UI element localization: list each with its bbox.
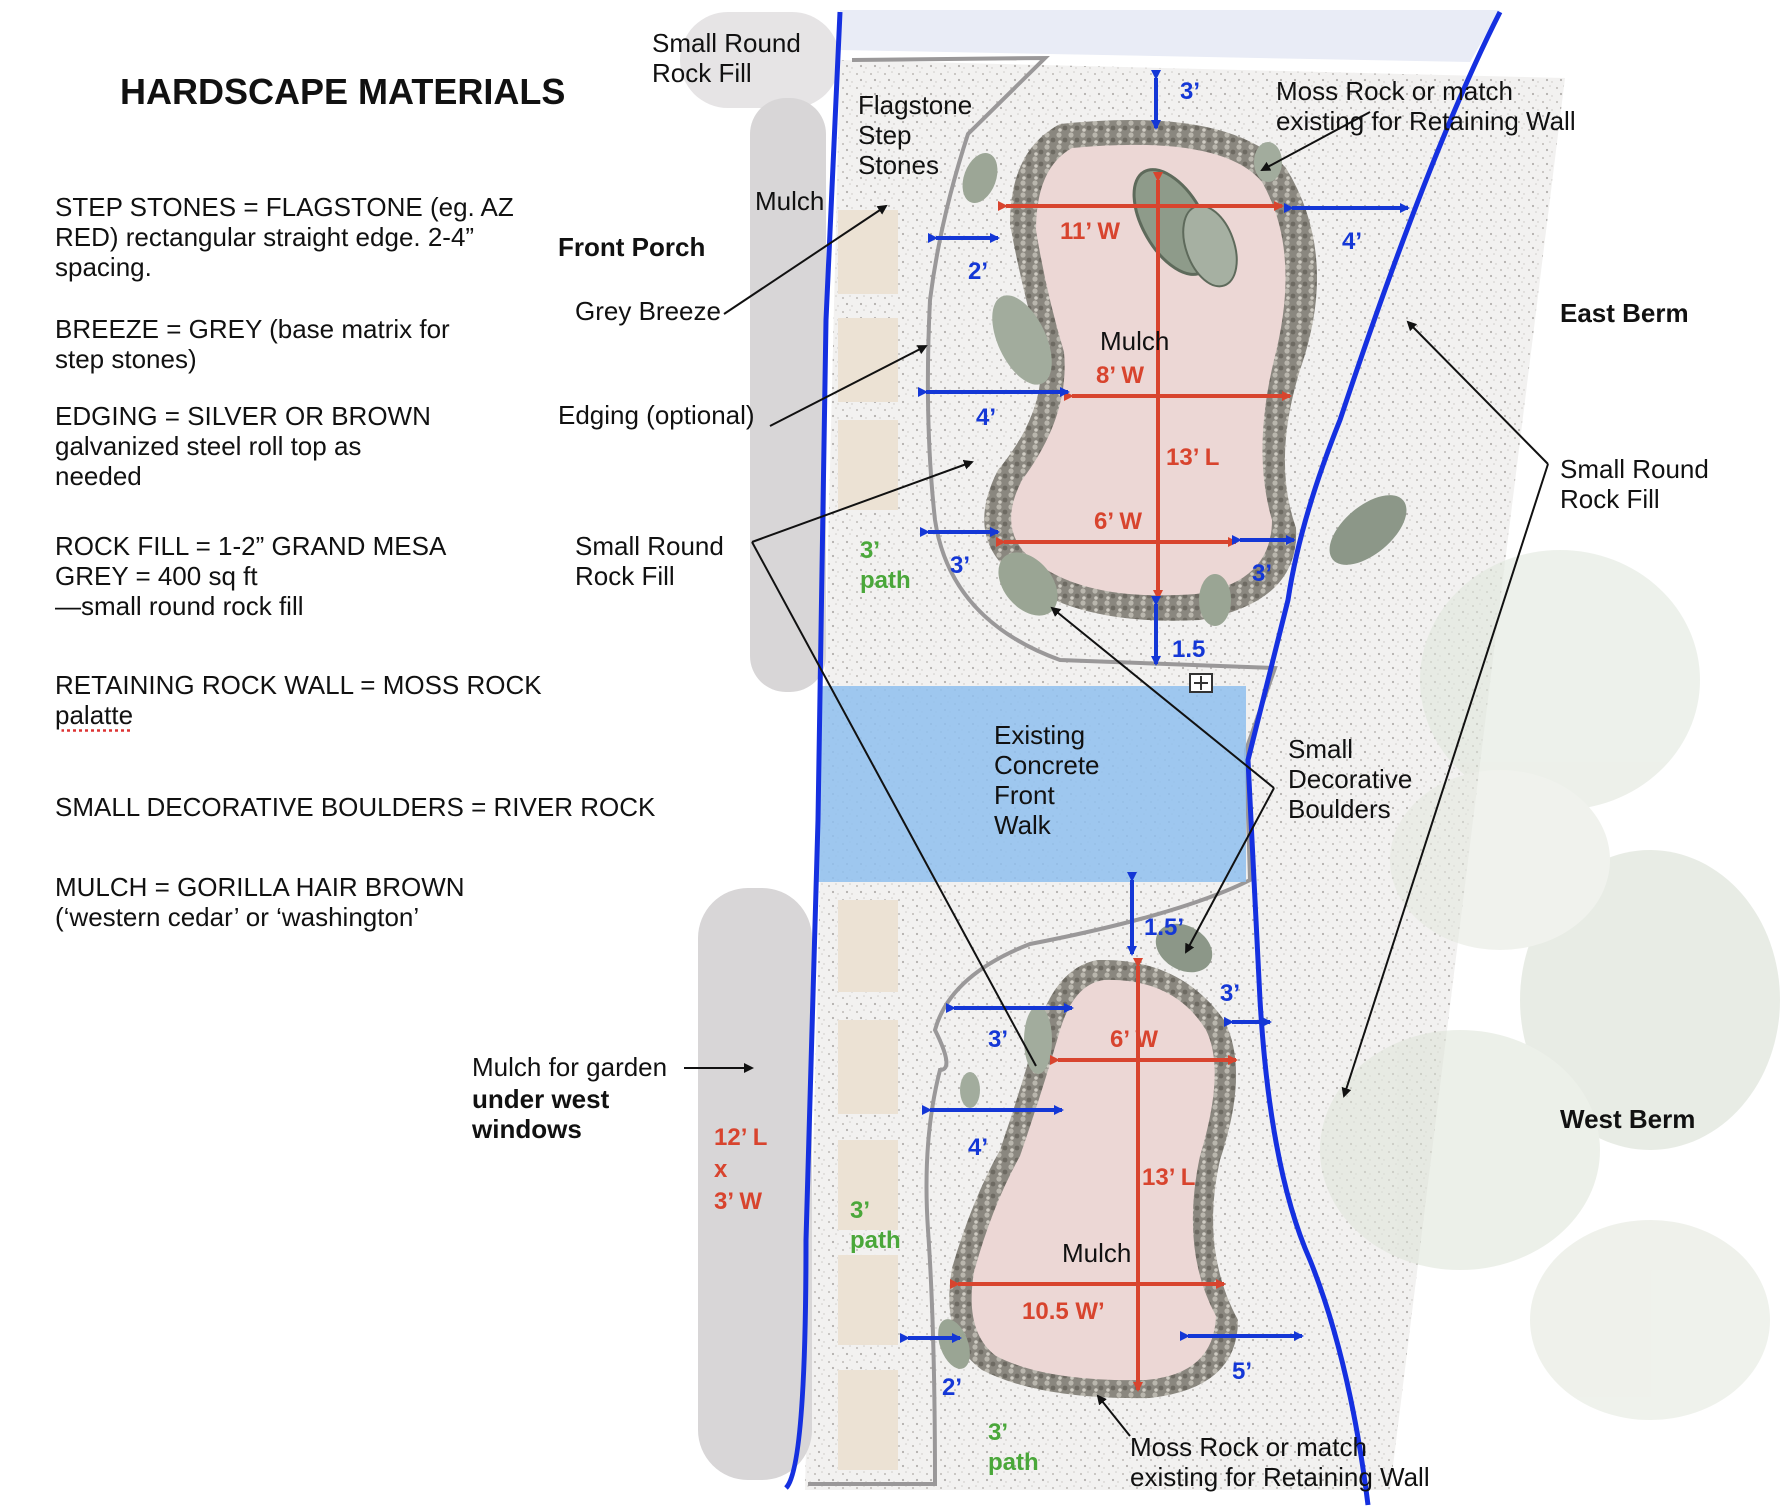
dim-bottom-w-bottom: 10.5 W’ <box>1022 1298 1105 1325</box>
label-under-west-windows: under west windows <box>472 1084 610 1144</box>
dim-bottom-gap-right-top: 3’ <box>1220 980 1241 1007</box>
dim-top-gap-left-mid: 4’ <box>976 404 997 431</box>
dim-top-gap-top: 3’ <box>1180 78 1201 105</box>
legend-edging: EDGING = SILVER OR BROWN galvanized stee… <box>55 401 431 491</box>
mulch-strip-north <box>750 98 826 692</box>
dim-bottom-gap-left-top: 3’ <box>988 1026 1009 1053</box>
label-flagstone-step-stones: Flagstone Step Stones <box>858 90 973 180</box>
blue-dimension-lines <box>900 70 1410 1343</box>
label-edging-optional: Edging (optional) <box>558 400 755 430</box>
label-mulch-strip: Mulch <box>755 186 825 216</box>
property-line-east <box>1245 10 1503 1506</box>
dim-top-gap-right-top: 4’ <box>1342 228 1363 255</box>
legend-breeze: BREEZE = GREY (base matrix for step ston… <box>55 314 450 374</box>
legend-step-stones: STEP STONES = FLAGSTONE (eg. AZ RED) rec… <box>55 192 514 282</box>
label-grey-breeze: Grey Breeze <box>575 296 721 326</box>
dim-top-gap-left-top: 2’ <box>968 258 989 285</box>
dim-bottom-gap-left-low: 2’ <box>942 1374 963 1401</box>
legend-retaining-wall: RETAINING ROCK WALL = MOSS ROCK <box>55 670 542 700</box>
path-label-1: 3’ path <box>860 537 911 594</box>
dim-top-w-mid: 8’ W <box>1096 362 1145 389</box>
rock-fill-area-top <box>680 12 840 108</box>
dim-top-gap-bottom: 1.5 <box>1172 636 1206 663</box>
legend-title: HARDSCAPE MATERIALS <box>120 71 566 112</box>
dim-bottom-gap-left-mid: 4’ <box>968 1134 989 1161</box>
dim-top-gap-right-low: 3’ <box>1252 560 1273 587</box>
dim-bottom-w-top: 6’ W <box>1110 1026 1159 1053</box>
legend-boulders: SMALL DECORATIVE BOULDERS = RIVER ROCK <box>55 792 656 822</box>
tree-foliage <box>1320 550 1780 1420</box>
label-west-berm: West Berm <box>1560 1104 1696 1134</box>
flagstone-step-stones <box>838 210 898 1470</box>
dim-top-w-low: 6’ W <box>1094 508 1143 535</box>
legend-mulch: MULCH = GORILLA HAIR BROWN (‘western ced… <box>55 872 465 932</box>
dim-top-gap-left-low: 3’ <box>950 552 971 579</box>
label-small-round-rock-fill-left: Small Round Rock Fill <box>575 531 724 591</box>
dim-bottom-gap-top: 1.5’ <box>1144 914 1185 941</box>
label-mulch-top-bed: Mulch <box>1100 326 1170 356</box>
label-mulch-for-garden: Mulch for garden <box>472 1052 668 1082</box>
existing-concrete-walk <box>818 686 1246 882</box>
dim-mulch-garden: 12’ L x 3’ W <box>714 1124 768 1215</box>
label-east-berm: East Berm <box>1560 298 1689 328</box>
dim-bottom-gap-right-low: 5’ <box>1232 1358 1253 1385</box>
dim-bottom-length: 13’ L <box>1142 1164 1196 1191</box>
property-line-west <box>784 11 843 1490</box>
leader-lines <box>684 111 1549 1437</box>
label-moss-rock-bottom: Moss Rock or match existing for Retainin… <box>1130 1432 1430 1492</box>
label-small-round-rock-fill-right: Small Round Rock Fill <box>1560 454 1709 514</box>
label-mulch-bottom-bed: Mulch <box>1062 1238 1132 1268</box>
legend-rock-fill: ROCK FILL = 1-2” GRAND MESA GREY = 400 s… <box>55 531 447 621</box>
path-label-2: 3’ path <box>850 1197 901 1254</box>
path-label-3: 3’ path <box>988 1419 1039 1476</box>
label-small-round-rock-fill-top: Small Round Rock Fill <box>652 28 801 88</box>
dim-top-length: 13’ L <box>1166 444 1220 471</box>
label-small-decorative-boulders: Small Decorative Boulders <box>1288 734 1413 824</box>
label-moss-rock-top: Moss Rock or match existing for Retainin… <box>1276 76 1576 136</box>
red-dimension-lines <box>950 172 1292 1392</box>
legend-palatte: palatte <box>55 700 134 730</box>
edging-outline <box>808 55 1278 1486</box>
dim-top-w-top: 11’ W <box>1060 218 1121 245</box>
grid-marker-icon <box>1189 673 1213 693</box>
mulch-strip-west-windows <box>698 888 812 1480</box>
label-front-porch: Front Porch <box>558 232 706 262</box>
label-existing-concrete-walk: Existing Concrete Front Walk <box>994 720 1100 840</box>
